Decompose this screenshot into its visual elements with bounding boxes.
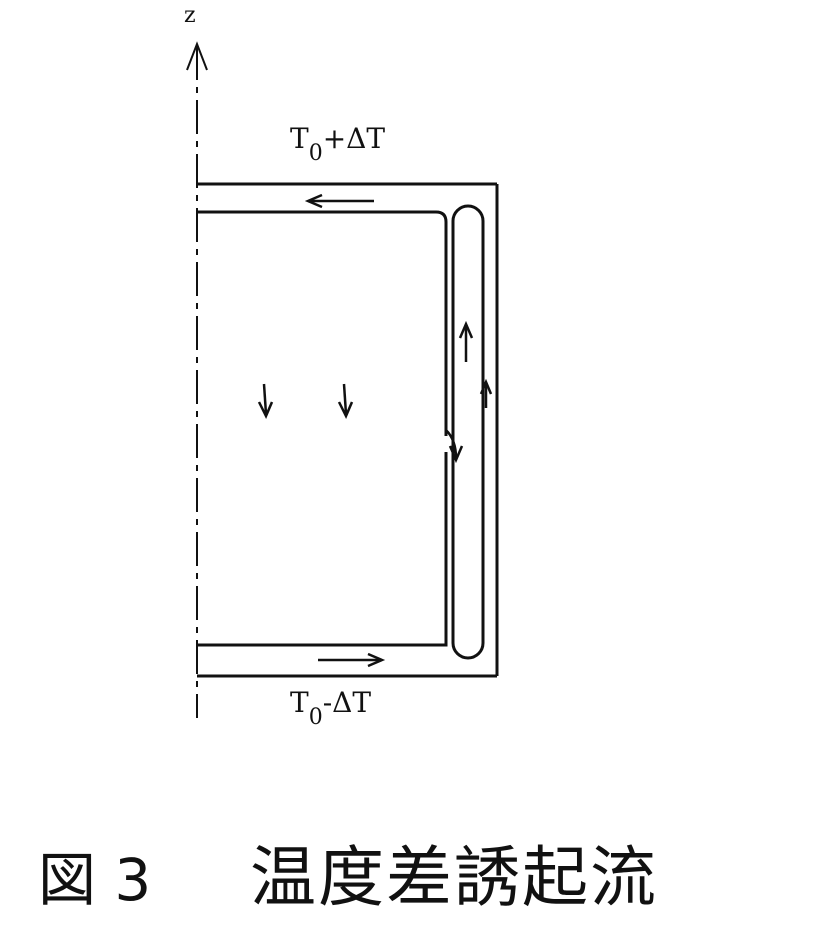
top-boundary-suffix: +ΔT [323, 122, 386, 155]
top-layer-arrow [304, 193, 374, 209]
z-axis-arrowhead [186, 41, 208, 71]
bottom-boundary-suffix: -ΔT [323, 686, 372, 719]
interior-down-arrow-right [337, 383, 354, 419]
bottom-layer-streamline [197, 452, 448, 647]
side-turn-down-arrow [445, 429, 464, 464]
top-layer-streamline [197, 210, 448, 436]
z-axis [186, 41, 208, 718]
flow-arrows [257, 193, 493, 668]
interior-down-arrow-left [257, 383, 274, 419]
bottom-boundary-subscript: 0 [309, 705, 323, 730]
container [197, 182, 499, 678]
side-layer-up-arrow-2 [479, 378, 493, 408]
bottom-layer-arrow [318, 652, 386, 668]
flow-streamlines [197, 204, 485, 660]
top-boundary-subscript: 0 [309, 141, 323, 166]
z-axis-label: z [184, 3, 196, 28]
side-boundary-layer-loop [451, 204, 485, 660]
figure-title: 温度差誘起流 [250, 839, 658, 916]
top-boundary-symbol: T [290, 122, 309, 155]
bottom-boundary-label: T0-ΔT [290, 686, 371, 730]
side-layer-up-arrow [458, 320, 474, 362]
bottom-boundary-symbol: T [290, 686, 309, 719]
figure-number: 図 3 [38, 846, 151, 914]
top-boundary-label: T0+ΔT [290, 122, 385, 166]
